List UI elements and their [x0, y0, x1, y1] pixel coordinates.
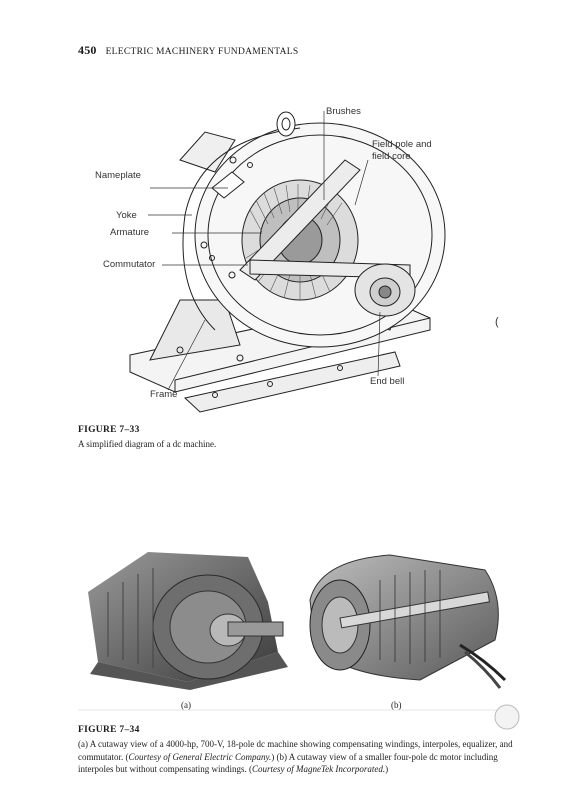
figure-7-33-number: FIGURE 7–33	[78, 425, 140, 435]
lifting-eye	[276, 111, 296, 137]
label-yoke: Yoke	[116, 210, 137, 221]
caption-courtesy-magnetek: Courtesy of MagneTek Incorporated.	[251, 764, 386, 774]
caption-part-1: (a) A cutaway view of a 4000-hp, 700-V, …	[78, 739, 513, 762]
figure-7-34-caption: (a) A cutaway view of a 4000-hp, 700-V, …	[78, 738, 518, 776]
label-end-bell: End bell	[370, 376, 405, 387]
label-field-pole-2: field core	[372, 151, 411, 162]
book-title: ELECTRIC MACHINERY FUNDAMENTALS	[105, 47, 299, 57]
figure-7-34-number: FIGURE 7–34	[78, 725, 140, 735]
label-frame: Frame	[150, 389, 178, 400]
label-commutator: Commutator	[103, 259, 156, 270]
running-header: 450 ELECTRIC MACHINERY FUNDAMENTALS	[78, 43, 298, 58]
label-field-pole-1: Field pole and	[372, 139, 432, 150]
caption-courtesy-ge: Courtesy of General Electric Company.	[128, 751, 272, 762]
figure-7-33-caption: A simplified diagram of a dc machine.	[78, 439, 217, 449]
margin-mark: (	[495, 316, 499, 328]
base-rail	[183, 351, 401, 413]
page-curl-decoration	[494, 704, 520, 730]
rear-shaft	[179, 131, 236, 173]
page-number: 450	[78, 43, 97, 57]
photo-b-four-pole-dc-motor	[309, 554, 507, 689]
label-armature: Armature	[110, 227, 150, 238]
sublabel-b: (b)	[391, 700, 402, 710]
shaft-end	[378, 285, 392, 299]
caption-part-2: ) (b) A cutaway view of a smaller four-p…	[78, 751, 498, 775]
photo-a-large-dc-machine	[88, 552, 288, 690]
caption-part-3: )	[385, 764, 389, 774]
sublabel-a: (a)	[181, 700, 191, 710]
brush-rigging	[239, 159, 361, 281]
nameplate-plate	[211, 171, 245, 199]
label-brushes: Brushes	[326, 106, 361, 117]
label-nameplate: Nameplate	[95, 170, 141, 181]
